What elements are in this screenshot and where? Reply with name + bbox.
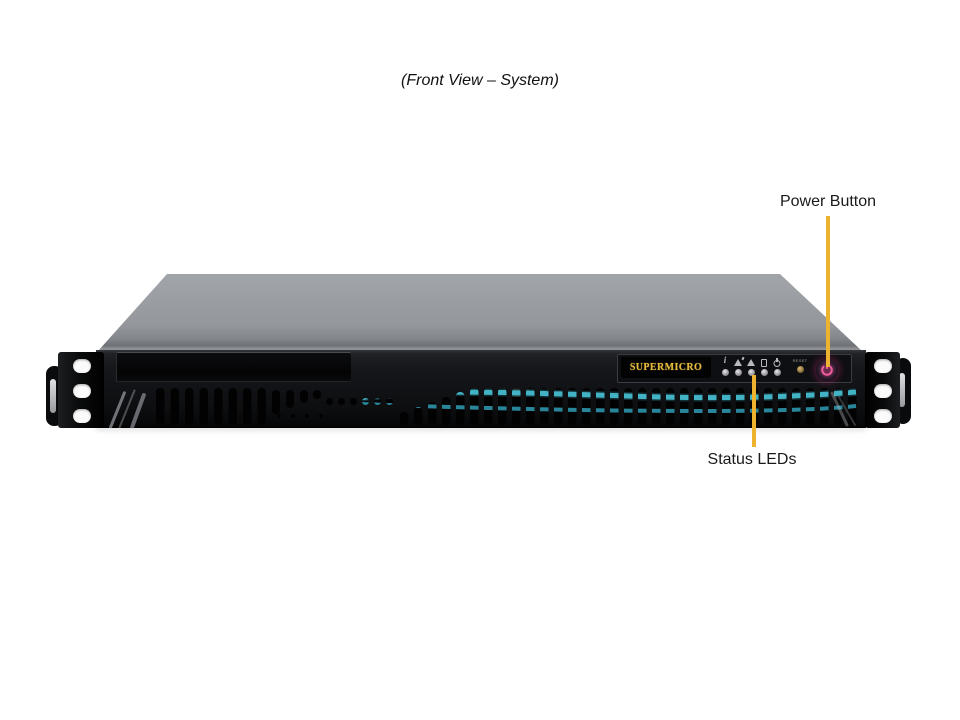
status-led (747, 369, 755, 376)
slim-drive-bay (116, 352, 351, 382)
mounting-hole (73, 359, 91, 373)
figure-title: (Front View – System) (401, 72, 559, 89)
power-callout-line (826, 216, 830, 367)
mounting-hole (73, 384, 91, 398)
status-led (773, 369, 781, 376)
supermicro-logo: SUPERMICRO (621, 357, 711, 378)
rack-ear-right (865, 352, 900, 428)
information-indicator (720, 357, 730, 380)
power-led-indicator (772, 357, 782, 380)
power-symbol-icon (772, 357, 782, 367)
info-icon (720, 357, 730, 367)
power-callout-label: Power Button (779, 193, 877, 210)
hdd-icon (759, 357, 769, 367)
rack-ear-left (58, 352, 104, 428)
chassis-top-cover (98, 274, 862, 351)
status-led (734, 369, 742, 376)
nic1-activity-indicator (746, 357, 756, 380)
reset-button-label: RESET (792, 358, 808, 363)
mounting-hole (874, 409, 892, 423)
hdd-activity-indicator (759, 357, 769, 380)
front-control-panel: SUPERMICRO RESET (617, 354, 852, 383)
mounting-hole (874, 359, 892, 373)
supermicro-logo-text: SUPERMICRO (629, 362, 703, 373)
reset-button-dot (796, 366, 804, 373)
status-led-group (720, 357, 782, 380)
server-chassis: SUPERMICRO RESET (40, 262, 920, 442)
status-callout-line (752, 375, 756, 447)
nic2-activity-indicator (733, 357, 743, 380)
status-led (721, 369, 729, 376)
status-led (760, 369, 768, 376)
nic2-alert-icon (733, 357, 743, 367)
mounting-hole (73, 409, 91, 423)
reset-button[interactable]: RESET (790, 358, 810, 373)
nic1-alert-icon (746, 357, 756, 367)
status-callout-label: Status LEDs (707, 451, 797, 468)
mounting-hole (874, 384, 892, 398)
